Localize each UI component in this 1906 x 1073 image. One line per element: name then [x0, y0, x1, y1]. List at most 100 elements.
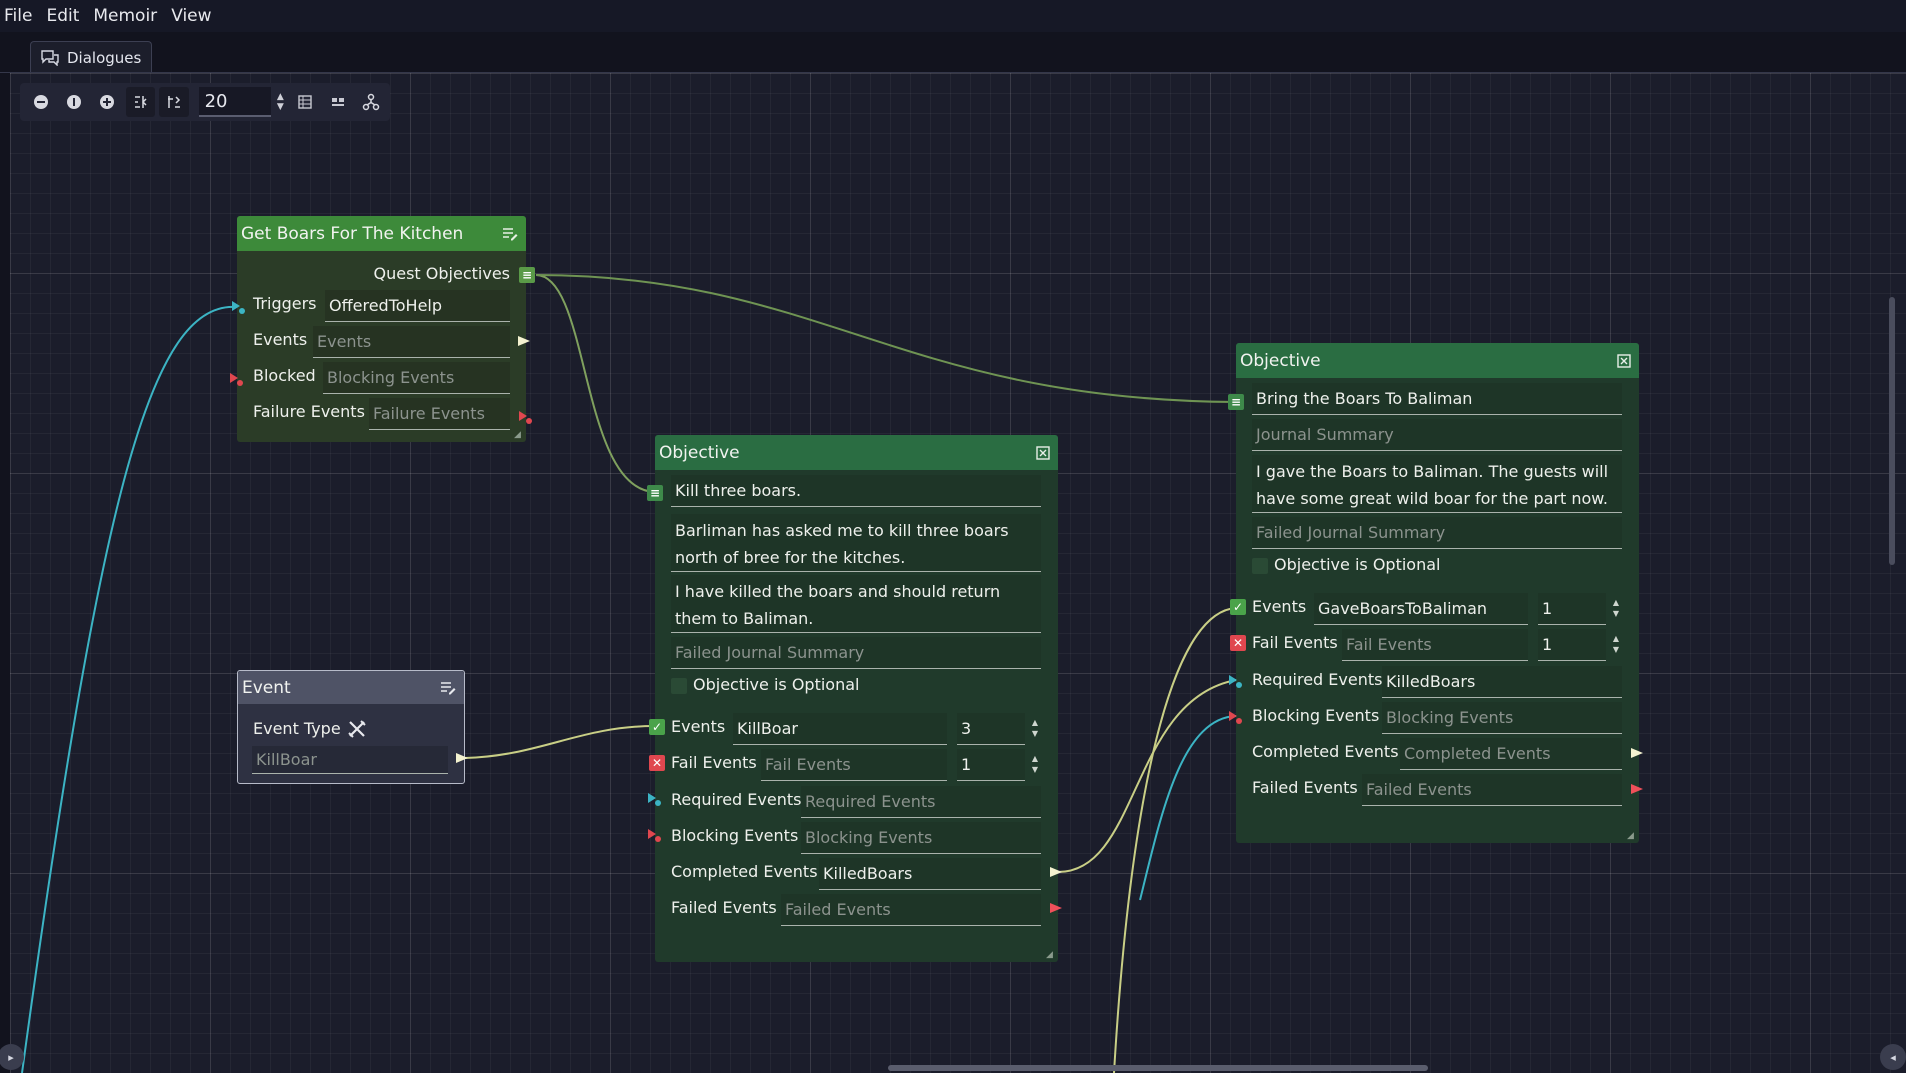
failed-events-label: Failed Events [671, 898, 777, 917]
blocked-field[interactable]: Blocking Events [323, 362, 510, 394]
triggers-field[interactable]: OfferedToHelp [325, 290, 510, 322]
arrange-nodes-button[interactable] [357, 87, 386, 117]
edit-list-icon[interactable] [502, 227, 518, 241]
snap-grid-button[interactable] [126, 87, 155, 117]
completed-events-field[interactable]: KilledBoars [819, 858, 1041, 890]
failure-output-port-icon[interactable] [518, 409, 534, 425]
events-count-stepper[interactable]: ▲▼ [1608, 593, 1624, 623]
optional-checkbox[interactable] [671, 678, 687, 694]
optional-checkbox[interactable] [1252, 558, 1268, 574]
menu-memoir[interactable]: Memoir [93, 6, 157, 26]
fail-events-field[interactable]: Fail Events [1342, 629, 1528, 661]
chevron-up-icon: ▲ [1032, 753, 1038, 764]
menu-view[interactable]: View [171, 6, 211, 26]
fail-count-stepper[interactable]: ▲▼ [1608, 629, 1624, 659]
close-icon[interactable] [1617, 354, 1631, 368]
blocking-input-port-icon[interactable] [647, 827, 663, 843]
fail-x-icon[interactable]: ✕ [1230, 635, 1246, 651]
completed-output-arrow-icon[interactable] [1050, 866, 1062, 878]
menu-file[interactable]: File [4, 6, 32, 26]
objective-input-port-icon[interactable]: ≡ [1228, 394, 1244, 410]
failed-events-field[interactable]: Failed Events [1362, 774, 1622, 806]
objective-node-kill-boars[interactable]: Objective Kill three boars. Barliman has… [655, 435, 1058, 962]
layout-icon [330, 94, 346, 110]
failed-journal-summary-field[interactable]: Failed Journal Summary [1252, 517, 1622, 549]
events-count-field[interactable]: 3 [957, 713, 1025, 745]
required-events-field[interactable]: KilledBoars [1382, 666, 1622, 698]
resize-handle-icon[interactable]: ◢ [1627, 831, 1637, 841]
event-node[interactable]: Event Event Type KillBoar [237, 670, 465, 784]
fail-events-field[interactable]: Fail Events [761, 749, 947, 781]
triggers-input-port-icon[interactable] [231, 299, 247, 315]
blocking-events-field[interactable]: Blocking Events [1382, 702, 1622, 734]
fail-count-stepper[interactable]: ▲▼ [1027, 749, 1043, 779]
objective-header[interactable]: Objective [1236, 343, 1639, 378]
completed-summary-field[interactable]: I have killed the boars and should retur… [671, 575, 1041, 633]
objective-name-field[interactable]: Kill three boars. [671, 475, 1041, 507]
horizontal-scrollbar[interactable] [888, 1065, 1428, 1071]
events-count-stepper[interactable]: ▲▼ [1027, 713, 1043, 743]
blocked-input-port-icon[interactable] [229, 371, 245, 387]
minimap-button[interactable] [290, 87, 319, 117]
required-input-port-icon[interactable] [1228, 673, 1244, 689]
zoom-out-button[interactable] [26, 87, 55, 117]
event-name-field[interactable]: KillBoar [252, 746, 448, 774]
objective-input-port-icon[interactable]: ≡ [647, 485, 663, 501]
completed-output-arrow-icon[interactable] [1631, 747, 1643, 759]
failed-output-arrow-icon[interactable] [1631, 783, 1643, 795]
events-field[interactable]: KillBoar [733, 713, 947, 745]
required-events-field[interactable]: Required Events [801, 786, 1041, 818]
event-node-header[interactable]: Event [238, 671, 464, 704]
failed-events-field[interactable]: Failed Events [781, 894, 1041, 926]
objective-name-field[interactable]: Bring the Boars To Baliman [1252, 383, 1622, 415]
resize-handle-icon[interactable]: ◢ [514, 430, 524, 440]
required-input-port-icon[interactable] [647, 791, 663, 807]
menu-edit[interactable]: Edit [46, 6, 79, 26]
events-field[interactable]: GaveBoarsToBaliman [1314, 593, 1528, 625]
events-check-icon[interactable]: ✓ [1230, 599, 1246, 615]
failed-journal-summary-field[interactable]: Failed Journal Summary [671, 637, 1041, 669]
completed-events-label: Completed Events [1252, 742, 1399, 761]
failed-output-arrow-icon[interactable] [1050, 902, 1062, 914]
fail-count-field[interactable]: 1 [1538, 629, 1606, 661]
chevron-up-icon: ▲ [1613, 633, 1619, 644]
right-panel-toggle-icon[interactable]: ◂ [1880, 1044, 1906, 1070]
zoom-reset-button[interactable] [59, 87, 88, 117]
fail-count-field[interactable]: 1 [957, 749, 1025, 781]
edit-list-icon[interactable] [440, 681, 456, 695]
graph-toolbar: ▲▼ [20, 83, 390, 121]
menu-bar: File Edit Memoir View [0, 0, 1906, 32]
layout-button[interactable] [323, 87, 352, 117]
quest-objectives-label: Quest Objectives [374, 264, 510, 283]
events-check-icon[interactable]: ✓ [649, 719, 665, 735]
event-output-arrow-icon[interactable] [456, 752, 468, 764]
objective-header[interactable]: Objective [655, 435, 1058, 470]
vertical-scrollbar[interactable] [1889, 297, 1895, 565]
blocking-input-port-icon[interactable] [1228, 709, 1244, 725]
completed-events-field[interactable]: Completed Events [1400, 738, 1622, 770]
events-field[interactable]: Events [313, 326, 510, 358]
events-label: Events [1252, 597, 1306, 616]
close-icon[interactable] [1036, 446, 1050, 460]
journal-summary-field[interactable]: Barliman has asked me to kill three boar… [671, 514, 1041, 572]
resize-handle-icon[interactable]: ◢ [1046, 950, 1056, 960]
events-count-field[interactable]: 1 [1538, 593, 1606, 625]
tab-dialogues[interactable]: Dialogues [30, 41, 152, 73]
objectives-port-icon[interactable]: ≡ [519, 267, 535, 283]
zoom-in-button[interactable] [93, 87, 122, 117]
quest-node-header[interactable]: Get Boars For The Kitchen [237, 216, 526, 251]
events-output-arrow-icon[interactable] [518, 335, 530, 347]
blocking-events-field[interactable]: Blocking Events [801, 822, 1041, 854]
failed-events-label: Failed Events [1252, 778, 1358, 797]
snap-distance-stepper[interactable]: ▲▼ [271, 87, 291, 117]
snap-distance-input[interactable] [199, 87, 271, 117]
completed-summary-field[interactable]: I gave the Boars to Baliman. The guests … [1252, 455, 1622, 513]
swords-icon[interactable] [347, 719, 367, 739]
objective-title: Objective [1240, 351, 1321, 371]
grid-toggle-button[interactable] [159, 87, 188, 117]
objective-node-bring-boars[interactable]: Objective Bring the Boars To Baliman Jou… [1236, 343, 1639, 843]
failure-events-field[interactable]: Failure Events [369, 398, 510, 430]
journal-summary-field[interactable]: Journal Summary [1252, 419, 1622, 451]
quest-node[interactable]: Get Boars For The Kitchen Quest Objectiv… [237, 216, 526, 442]
fail-x-icon[interactable]: ✕ [649, 755, 665, 771]
